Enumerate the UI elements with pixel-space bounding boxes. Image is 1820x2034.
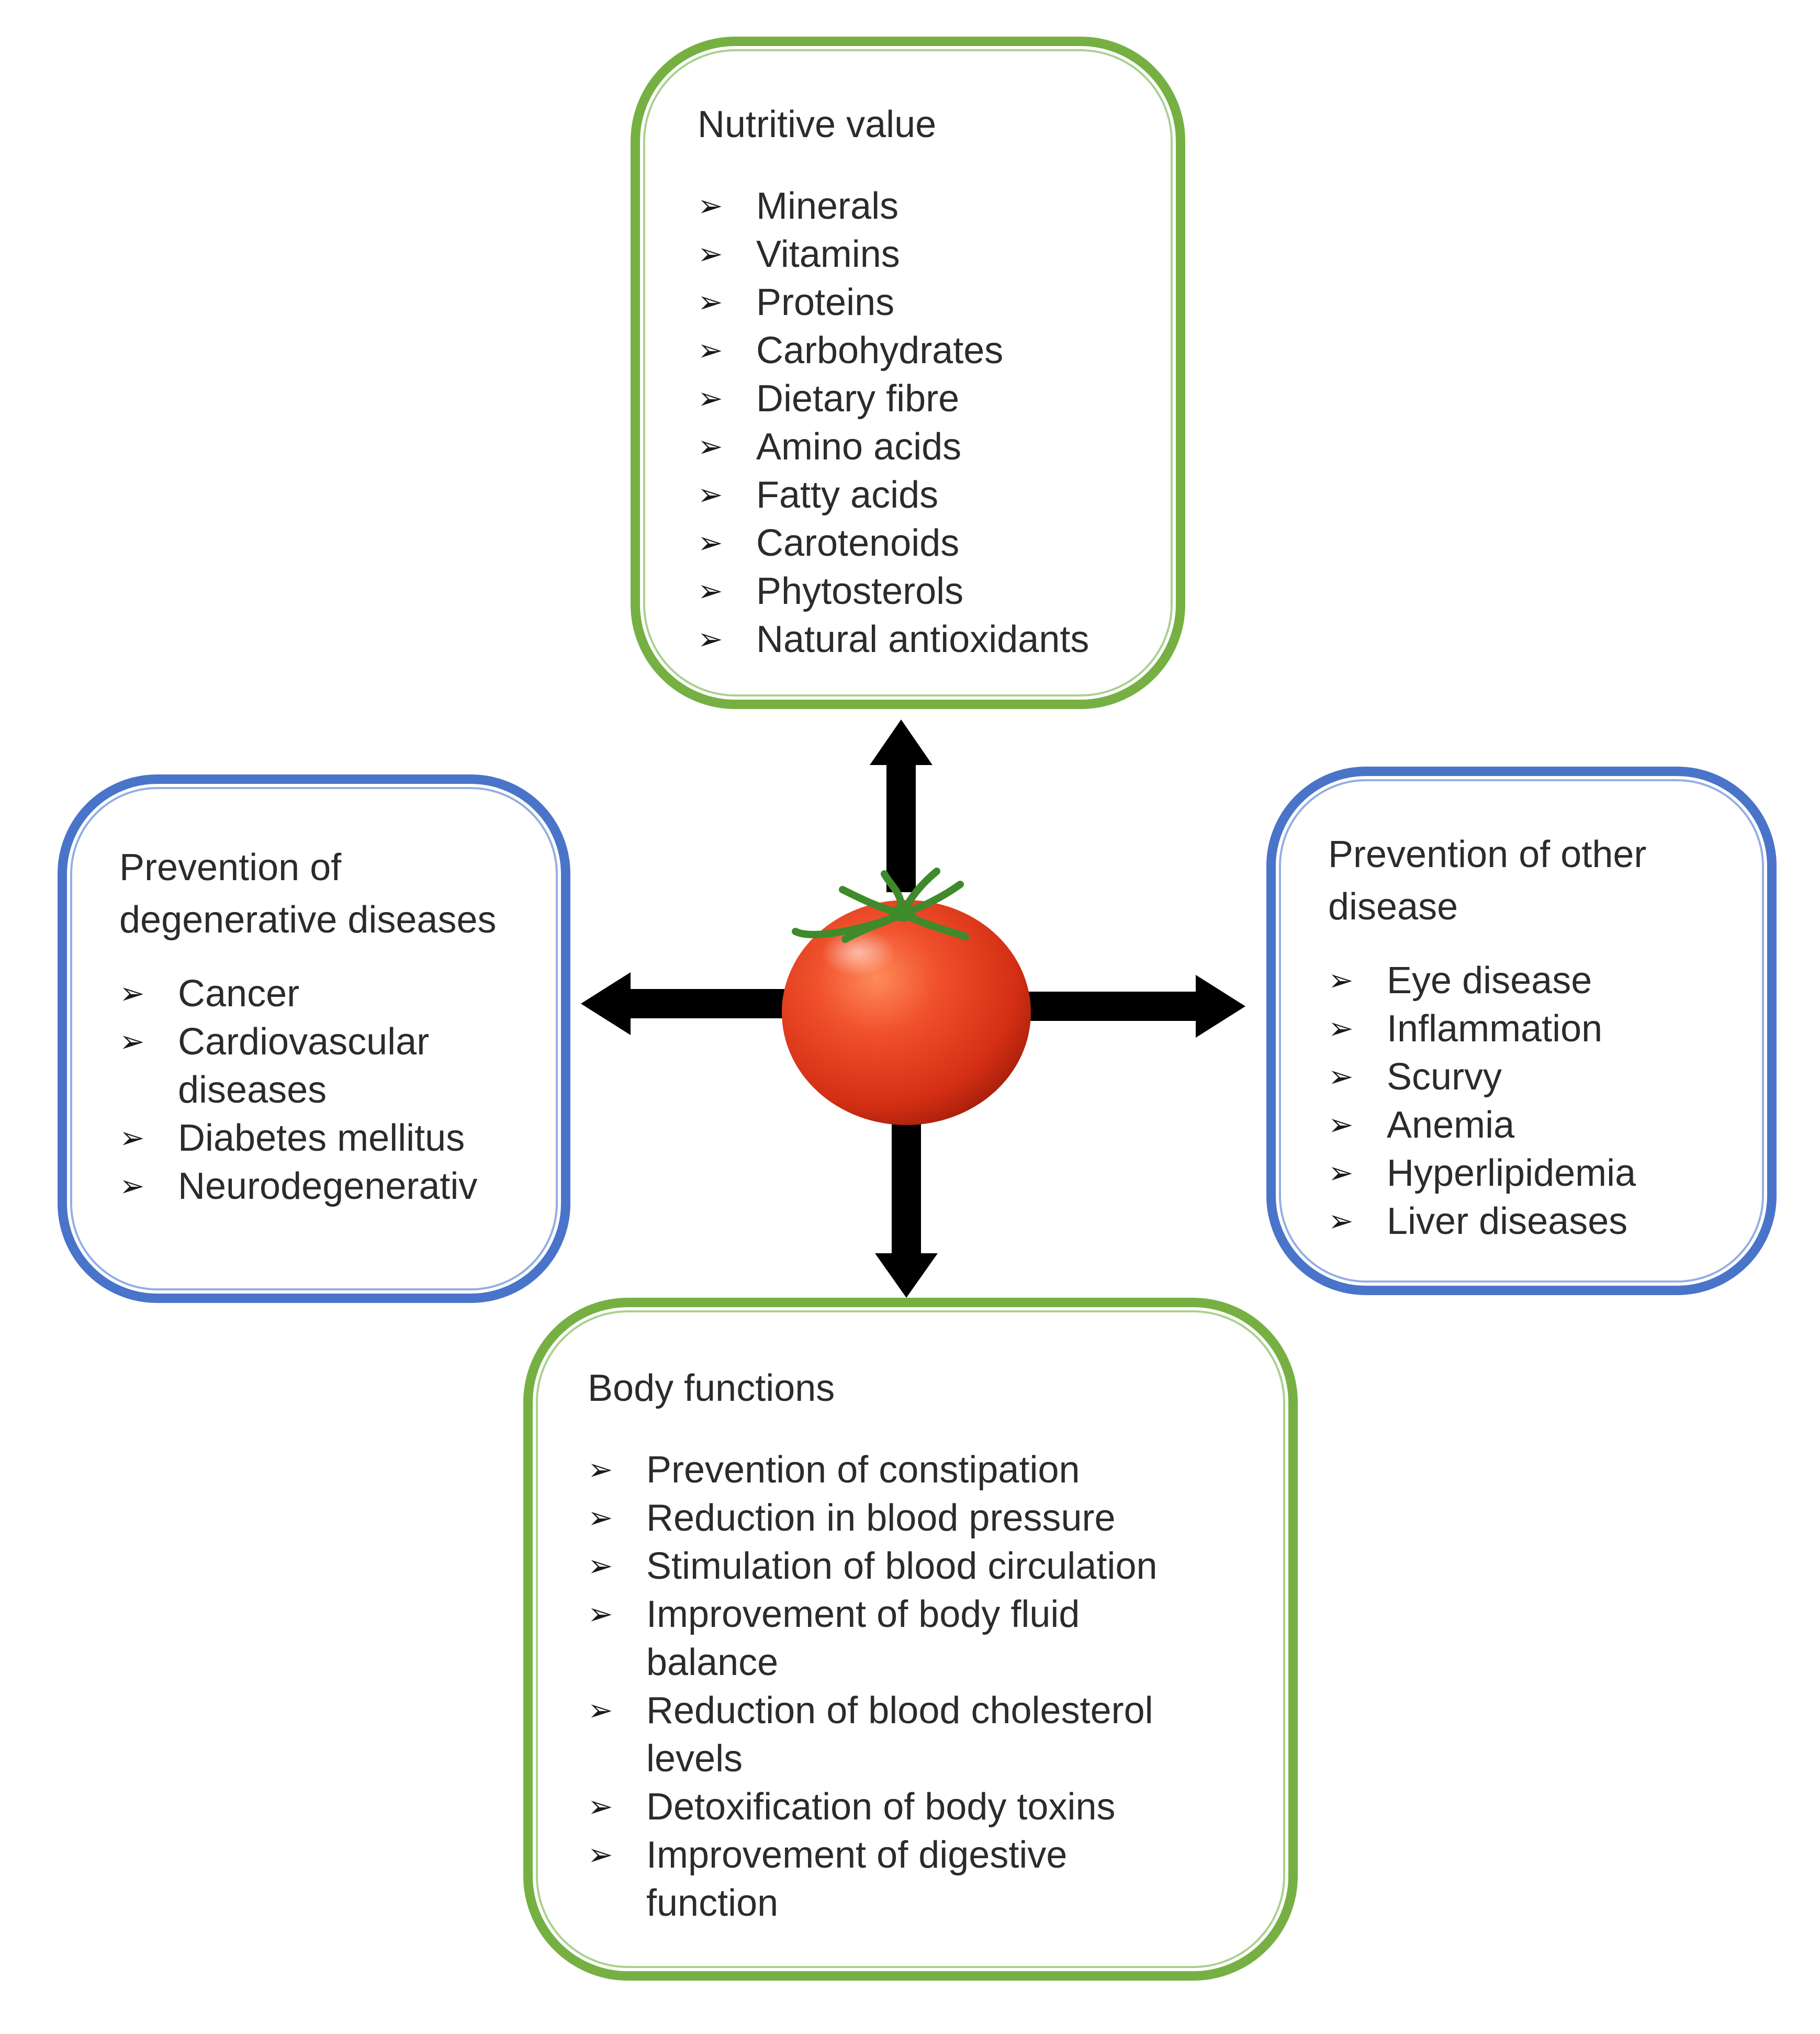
arrow-bullet-icon: ➢ xyxy=(698,237,723,271)
arrow-bullet-icon: ➢ xyxy=(588,1790,613,1824)
arrow-bullet-icon: ➢ xyxy=(119,1121,145,1155)
list-item: ➢Cardiovascular diseases xyxy=(119,1018,548,1114)
nutritive-value-title: Nutritive value xyxy=(698,104,937,145)
nutritive-value-box: Nutritive value ➢Minerals ➢Vitamins ➢Pro… xyxy=(631,37,1185,709)
arrow-bullet-icon: ➢ xyxy=(1328,1204,1354,1238)
list-item: ➢Fatty acids xyxy=(698,471,1089,519)
list-item: ➢Amino acids xyxy=(698,423,1089,471)
arrow-bullet-icon: ➢ xyxy=(698,478,723,512)
arrow-bullet-icon: ➢ xyxy=(588,1501,613,1535)
list-item: ➢Carotenoids xyxy=(698,519,1089,567)
arrow-bullet-icon: ➢ xyxy=(119,1169,145,1203)
list-item: ➢Stimulation of blood circulation xyxy=(588,1542,1268,1590)
degenerative-diseases-box: Prevention of degenerative diseases ➢Can… xyxy=(58,774,570,1303)
arrow-bullet-icon: ➢ xyxy=(119,1025,145,1059)
body-functions-box: Body functions ➢Prevention of constipati… xyxy=(523,1298,1298,1981)
list-item: ➢Reduction in blood pressure xyxy=(588,1494,1268,1542)
arrow-down xyxy=(875,1120,938,1298)
degenerative-diseases-title: Prevention of degenerative diseases xyxy=(119,847,497,941)
list-item: ➢Phytosterols xyxy=(698,567,1089,615)
arrow-bullet-icon: ➢ xyxy=(698,574,723,608)
list-item: ➢Improvement of body fluid balance xyxy=(588,1590,1170,1687)
list-item: ➢Proteins xyxy=(698,278,1089,327)
body-functions-title: Body functions xyxy=(588,1367,835,1409)
list-item: ➢Diabetes mellitus xyxy=(119,1114,548,1162)
list-item: ➢Scurvy xyxy=(1328,1053,1757,1101)
arrow-bullet-icon: ➢ xyxy=(119,976,145,1010)
arrow-up xyxy=(870,720,933,892)
list-item: ➢Natural antioxidants xyxy=(698,615,1089,664)
arrow-bullet-icon: ➢ xyxy=(698,622,723,656)
list-item: ➢Improvement of digestive function xyxy=(588,1831,1170,1927)
arrow-bullet-icon: ➢ xyxy=(1328,1156,1354,1190)
arrow-bullet-icon: ➢ xyxy=(698,430,723,464)
list-item: ➢Detoxification of body toxins xyxy=(588,1783,1268,1831)
list-item: ➢Eye disease xyxy=(1328,957,1757,1005)
list-item: ➢Neurodegenerativ xyxy=(119,1162,548,1210)
list-item: ➢Liver diseases xyxy=(1328,1197,1757,1245)
arrow-bullet-icon: ➢ xyxy=(588,1838,613,1872)
list-item: ➢Prevention of constipation xyxy=(588,1446,1268,1494)
arrow-bullet-icon: ➢ xyxy=(588,1693,613,1727)
list-item: ➢Carbohydrates xyxy=(698,327,1089,375)
list-item: ➢Cancer xyxy=(119,970,548,1018)
arrow-right xyxy=(1026,975,1245,1038)
nutritive-value-list: ➢Minerals ➢Vitamins ➢Proteins ➢Carbohydr… xyxy=(698,182,1089,664)
arrow-left xyxy=(581,972,795,1035)
arrow-bullet-icon: ➢ xyxy=(1328,963,1354,997)
list-item: ➢Minerals xyxy=(698,182,1089,230)
list-item: ➢Anemia xyxy=(1328,1101,1757,1149)
tomato-icon xyxy=(782,868,1031,1125)
arrow-bullet-icon: ➢ xyxy=(698,189,723,223)
list-item: ➢Inflammation xyxy=(1328,1005,1757,1053)
list-item: ➢Hyperlipidemia xyxy=(1328,1149,1757,1197)
arrow-bullet-icon: ➢ xyxy=(698,526,723,560)
list-item: ➢Dietary fibre xyxy=(698,375,1089,423)
arrow-bullet-icon: ➢ xyxy=(698,285,723,319)
body-functions-list: ➢Prevention of constipation ➢Reduction i… xyxy=(588,1446,1268,1927)
list-item: ➢Reduction of blood cholesterol levels xyxy=(588,1687,1243,1783)
arrow-bullet-icon: ➢ xyxy=(588,1597,613,1631)
arrow-bullet-icon: ➢ xyxy=(1328,1012,1354,1046)
arrow-bullet-icon: ➢ xyxy=(1328,1108,1354,1142)
arrow-bullet-icon: ➢ xyxy=(698,333,723,367)
degenerative-diseases-list: ➢Cancer ➢Cardiovascular diseases ➢Diabet… xyxy=(119,970,548,1210)
other-disease-list: ➢Eye disease ➢Inflammation ➢Scurvy ➢Anem… xyxy=(1328,957,1757,1245)
arrow-bullet-icon: ➢ xyxy=(588,1453,613,1487)
other-disease-title: Prevention of other disease xyxy=(1328,834,1647,928)
arrow-bullet-icon: ➢ xyxy=(698,381,723,415)
arrow-bullet-icon: ➢ xyxy=(588,1549,613,1583)
other-disease-box: Prevention of other disease ➢Eye disease… xyxy=(1266,767,1777,1295)
arrow-bullet-icon: ➢ xyxy=(1328,1060,1354,1094)
list-item: ➢Vitamins xyxy=(698,230,1089,278)
